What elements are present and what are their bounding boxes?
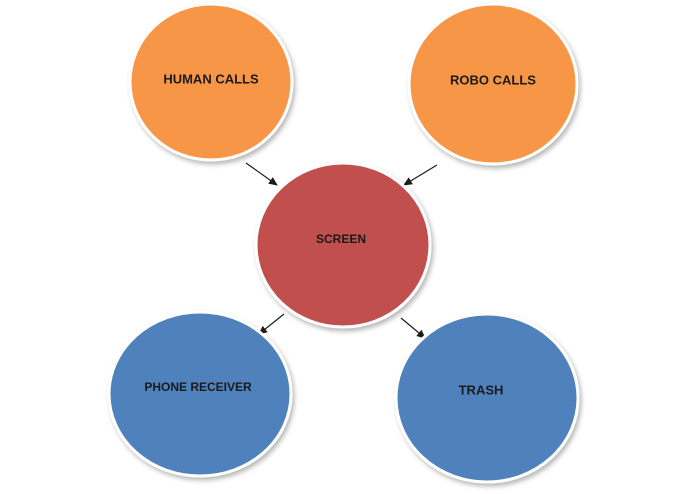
node-robo-calls: ROBO CALLS [407, 2, 579, 166]
node-human-calls-circle [128, 2, 294, 162]
arrow-screen-to-trash [400, 317, 426, 339]
node-trash-circle [394, 312, 580, 484]
node-screen-circle [254, 161, 432, 329]
node-human-calls: HUMAN CALLS [128, 2, 294, 162]
arrow-robo-to-screen [403, 164, 438, 186]
node-trash-label: TRASH [459, 382, 504, 397]
node-phone-receiver-circle [107, 310, 293, 478]
node-phone-receiver: PHONE RECEIVER [107, 310, 293, 478]
node-screen: SCREEN [254, 161, 432, 329]
node-human-calls-label: HUMAN CALLS [163, 71, 259, 86]
arrow-human-to-screen [245, 162, 278, 186]
arrow-screen-to-phone-receiver [258, 313, 285, 335]
node-trash: TRASH [394, 312, 580, 484]
node-robo-calls-label: ROBO CALLS [450, 72, 536, 87]
node-phone-receiver-label: PHONE RECEIVER [144, 380, 252, 394]
node-screen-label: SCREEN [316, 232, 366, 246]
node-robo-calls-circle [407, 2, 579, 166]
